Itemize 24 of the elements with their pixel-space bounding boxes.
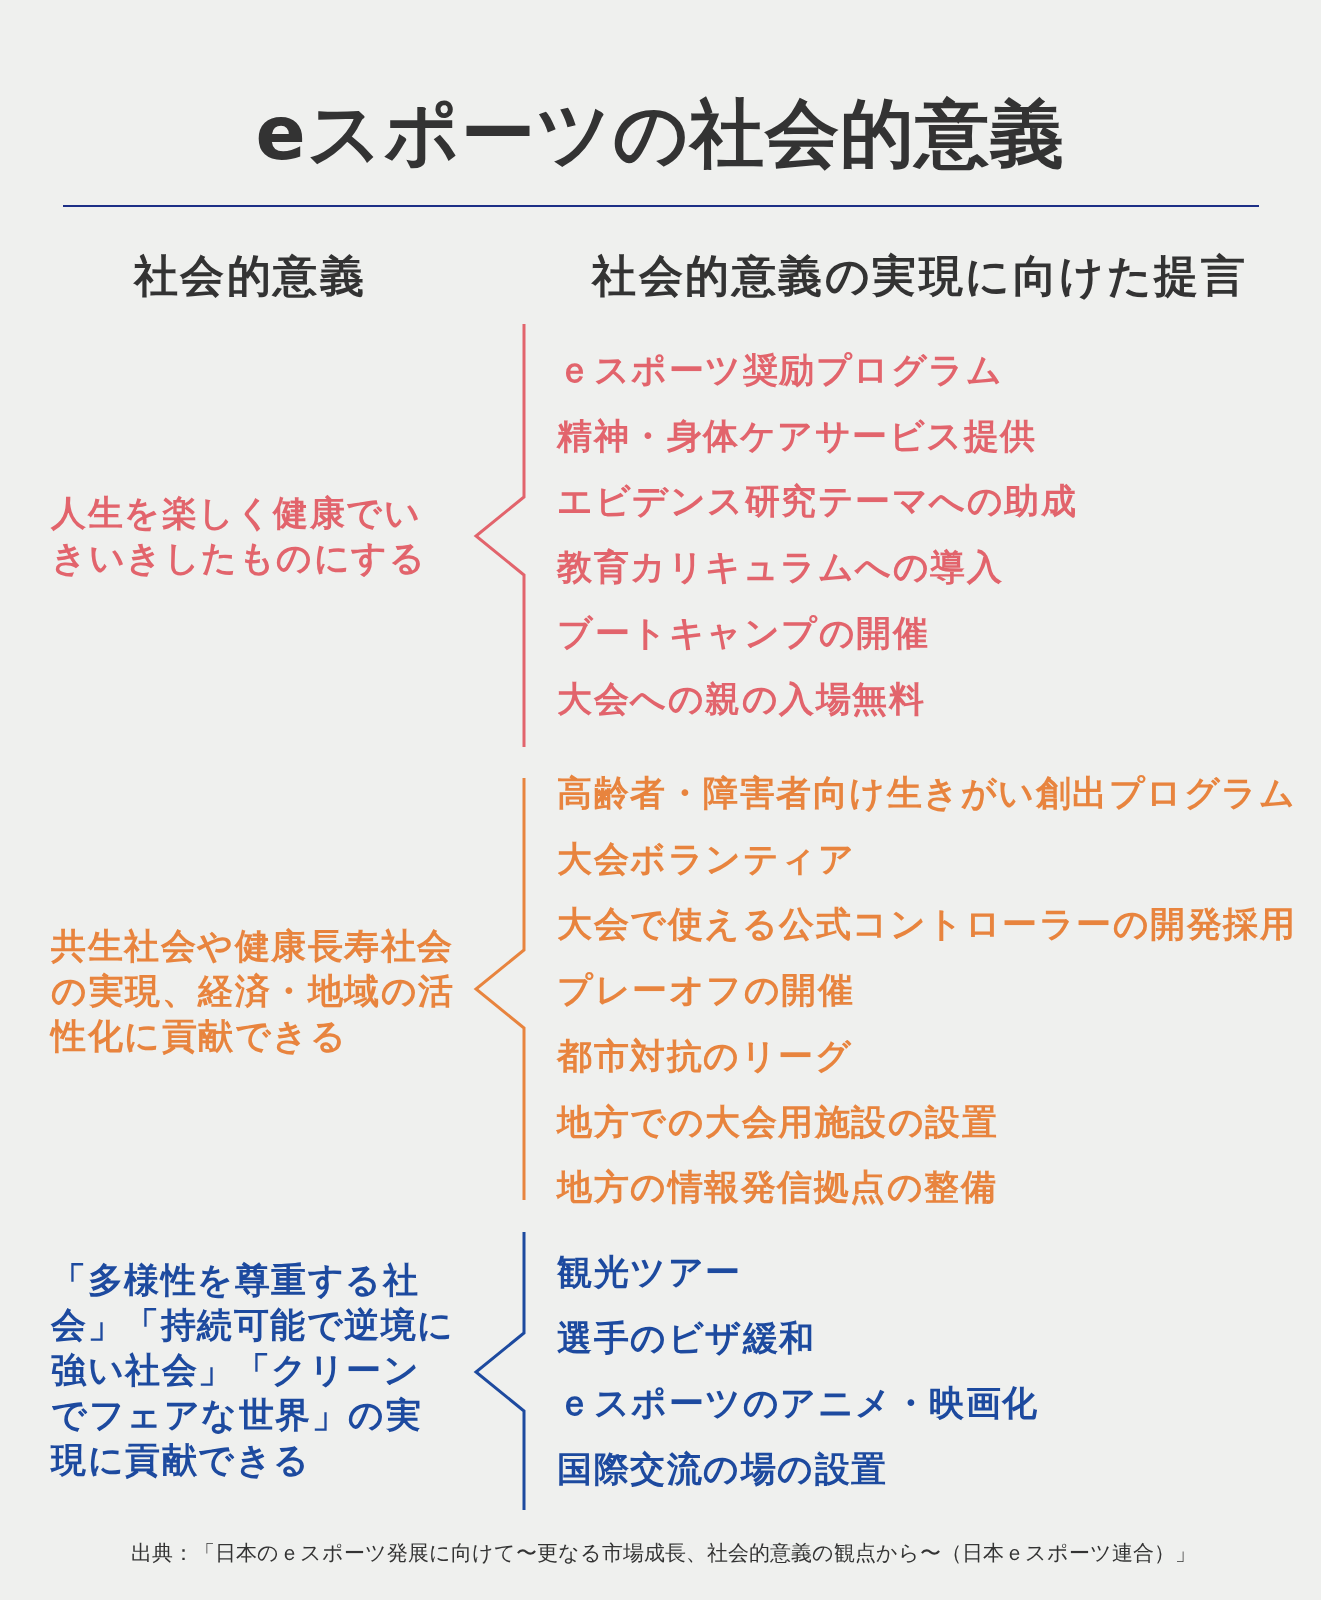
proposal-item: 都市対抗のリーグ	[557, 1034, 852, 1078]
significance-text: 人生を楽しく健康でいきいきしたものにする	[51, 491, 427, 580]
proposal-item: 大会ボランティア	[557, 837, 855, 881]
proposal-item: プレーオフの開催	[557, 969, 854, 1013]
proposal-item: 地方での大会用施設の設置	[557, 1100, 998, 1144]
proposal-item: 教育カリキュラムへの導入	[557, 546, 1003, 590]
significance-text: 共生社会や健康長寿社会の実現、経済・地域の活性化に貢献できる	[51, 924, 456, 1058]
proposal-item: ｅスポーツ奨励プログラム	[557, 349, 1003, 392]
proposal-item: 国際交流の場の設置	[557, 1448, 888, 1492]
column-heading: 社会的意義の実現に向けた提言	[592, 248, 1247, 303]
proposal-item: 大会で使える公式コントローラーの開発採用	[557, 903, 1296, 947]
proposal-item: エビデンス研究テーマへの助成	[557, 480, 1077, 524]
proposal-item: 精神・身体ケアサービス提供	[557, 414, 1037, 458]
proposal-item: ｅスポーツのアニメ・映画化	[557, 1382, 1039, 1426]
significance-text: 「多様性を尊重する社会」「持続可能で逆境に強い社会」「クリーンでフェアな世界」の実現に貢献できる	[51, 1258, 456, 1482]
proposal-item: 観光ツアー	[557, 1251, 742, 1294]
proposal-item: 選手のビザ緩和	[557, 1316, 816, 1360]
source-note: 出典：「日本のｅスポーツ発展に向けて〜更なる市場成長、社会的意義の観点から〜（日本ｅスポーツ連合）」	[130, 1539, 1196, 1567]
proposal-item: 高齢者・障害者向け生きがい創出プログラム	[557, 772, 1296, 815]
title: eスポーツの社会的意義	[255, 89, 1065, 178]
proposal-item: 大会への親の入場無料	[557, 677, 925, 721]
proposal-item: 地方の情報発信拠点の整備	[557, 1166, 997, 1210]
column-heading: 社会的意義	[133, 248, 366, 303]
proposal-item: ブートキャンプの開催	[557, 611, 929, 655]
